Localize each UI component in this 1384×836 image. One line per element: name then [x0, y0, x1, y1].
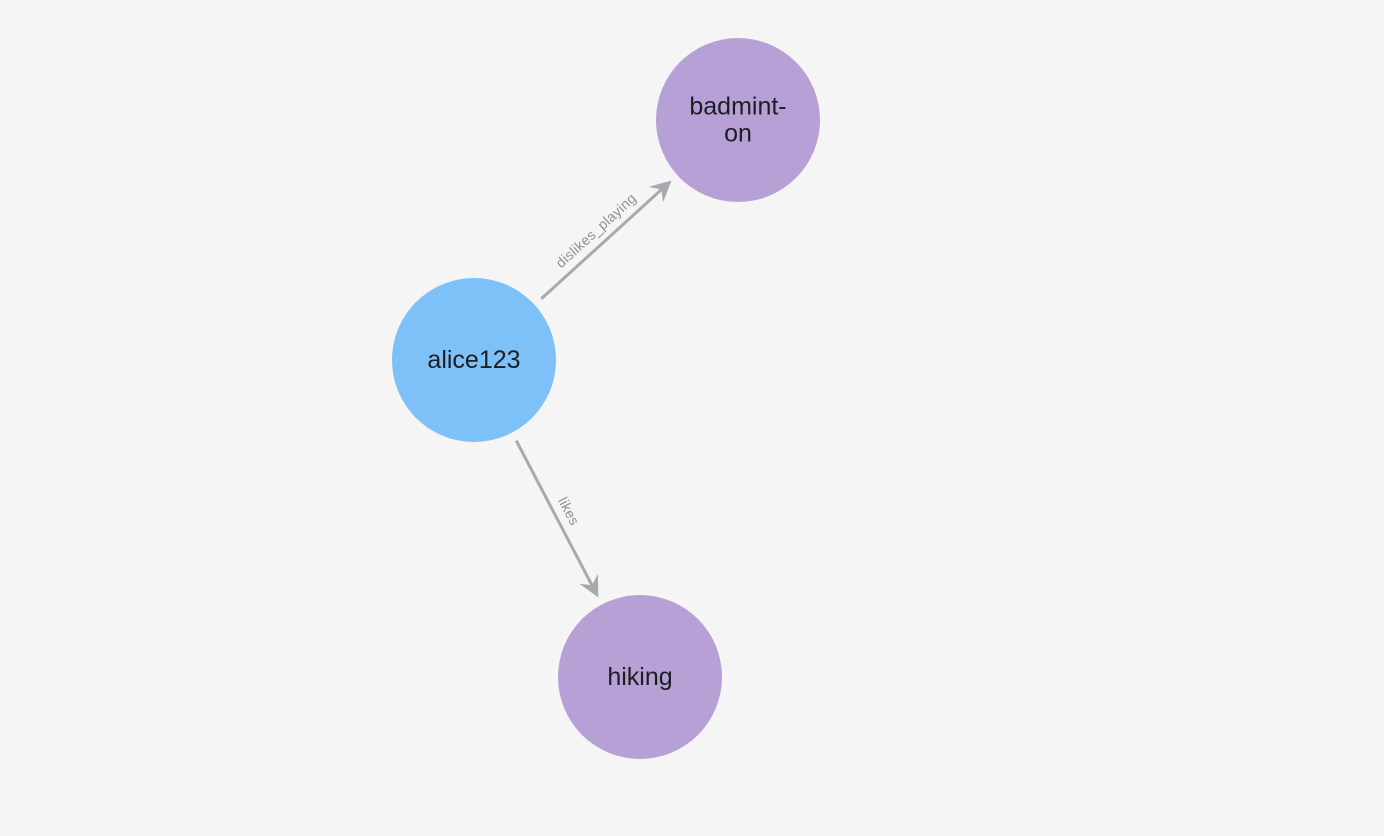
edge-label-alice123-badminton: dislikes_playing	[552, 190, 639, 271]
node-badminton[interactable]: badmint-on	[656, 38, 820, 202]
node-circle-hiking[interactable]	[558, 595, 722, 759]
node-hiking[interactable]: hiking	[558, 595, 722, 759]
node-circle-alice123[interactable]	[392, 278, 556, 442]
node-alice123[interactable]: alice123	[392, 278, 556, 442]
edge-alice123-hiking[interactable]	[514, 439, 599, 598]
node-circle-badminton[interactable]	[656, 38, 820, 202]
edge-alice123-badminton[interactable]	[540, 180, 672, 300]
